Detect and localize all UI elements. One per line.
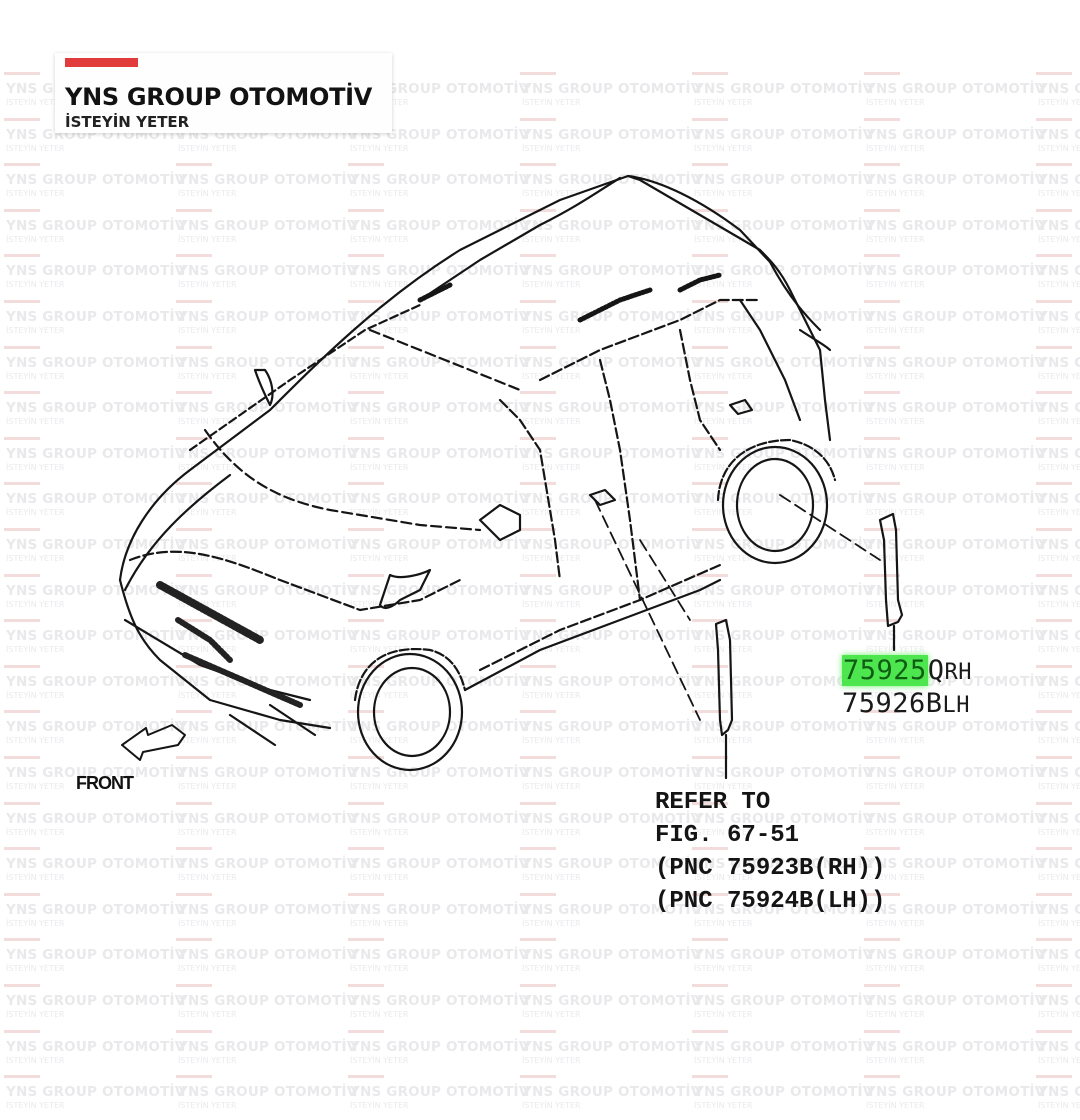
brand-title: YNS GROUP OTOMOTİV (65, 83, 373, 111)
part-number-rh: 75925QRH (842, 655, 972, 686)
brand-subtitle: İSTEYİN YETER (65, 113, 190, 131)
arrow-front-icon (121, 724, 186, 761)
leader-lines (594, 494, 881, 721)
watermark-title: YNS GROUP OTOMOTİV (178, 1084, 358, 1101)
front-direction-label: FRONT (76, 773, 134, 793)
molding-part-rh (878, 512, 904, 652)
watermark-title: YNS GROUP OTOMOTİV (1038, 1084, 1080, 1101)
watermark-title: YNS GROUP OTOMOTİV (866, 1084, 1046, 1101)
reference-line-4: (PNC 75924B(LH)) (655, 888, 886, 915)
watermark-subtitle: İSTEYİN YETER (694, 1101, 753, 1111)
watermark-title: YNS GROUP OTOMOTİV (522, 1084, 702, 1101)
car-body-outline (118, 174, 837, 772)
watermark-title: YNS GROUP OTOMOTİV (6, 1084, 186, 1101)
watermark-subtitle: İSTEYİN YETER (178, 1101, 237, 1111)
watermark-subtitle: İSTEYİN YETER (1038, 1101, 1080, 1111)
vehicle-diagram (118, 174, 904, 780)
reference-line-3: (PNC 75923B(RH)) (655, 855, 886, 882)
part-number: 75926 (842, 688, 926, 719)
reference-line-2: FIG. 67-51 (655, 822, 800, 849)
watermark-subtitle: İSTEYİN YETER (522, 1101, 581, 1111)
watermark-title: YNS GROUP OTOMOTİV (350, 1084, 530, 1101)
watermark-subtitle: İSTEYİN YETER (350, 1101, 409, 1111)
part-number-highlight: 75925 (842, 655, 928, 686)
watermark-subtitle: İSTEYİN YETER (866, 1101, 925, 1111)
part-side: RH (944, 660, 973, 685)
watermark-title: YNS GROUP OTOMOTİV (694, 1084, 874, 1101)
molding-part-ref (714, 618, 734, 780)
part-suffix: Q (927, 655, 945, 686)
watermark-subtitle: İSTEYİN YETER (6, 1101, 65, 1111)
brand-logo: YNS GROUP OTOMOTİV İSTEYİN YETER (55, 53, 392, 133)
part-side: LH (942, 693, 971, 718)
part-suffix: B (925, 688, 943, 719)
part-number-lh: 75926BLH (842, 688, 970, 719)
reference-line-1: REFER TO (655, 789, 771, 816)
brand-accent-bar (65, 58, 138, 67)
reference-note: REFER TO FIG. 67-51 (PNC 75923B(RH)) (PN… (655, 786, 885, 918)
